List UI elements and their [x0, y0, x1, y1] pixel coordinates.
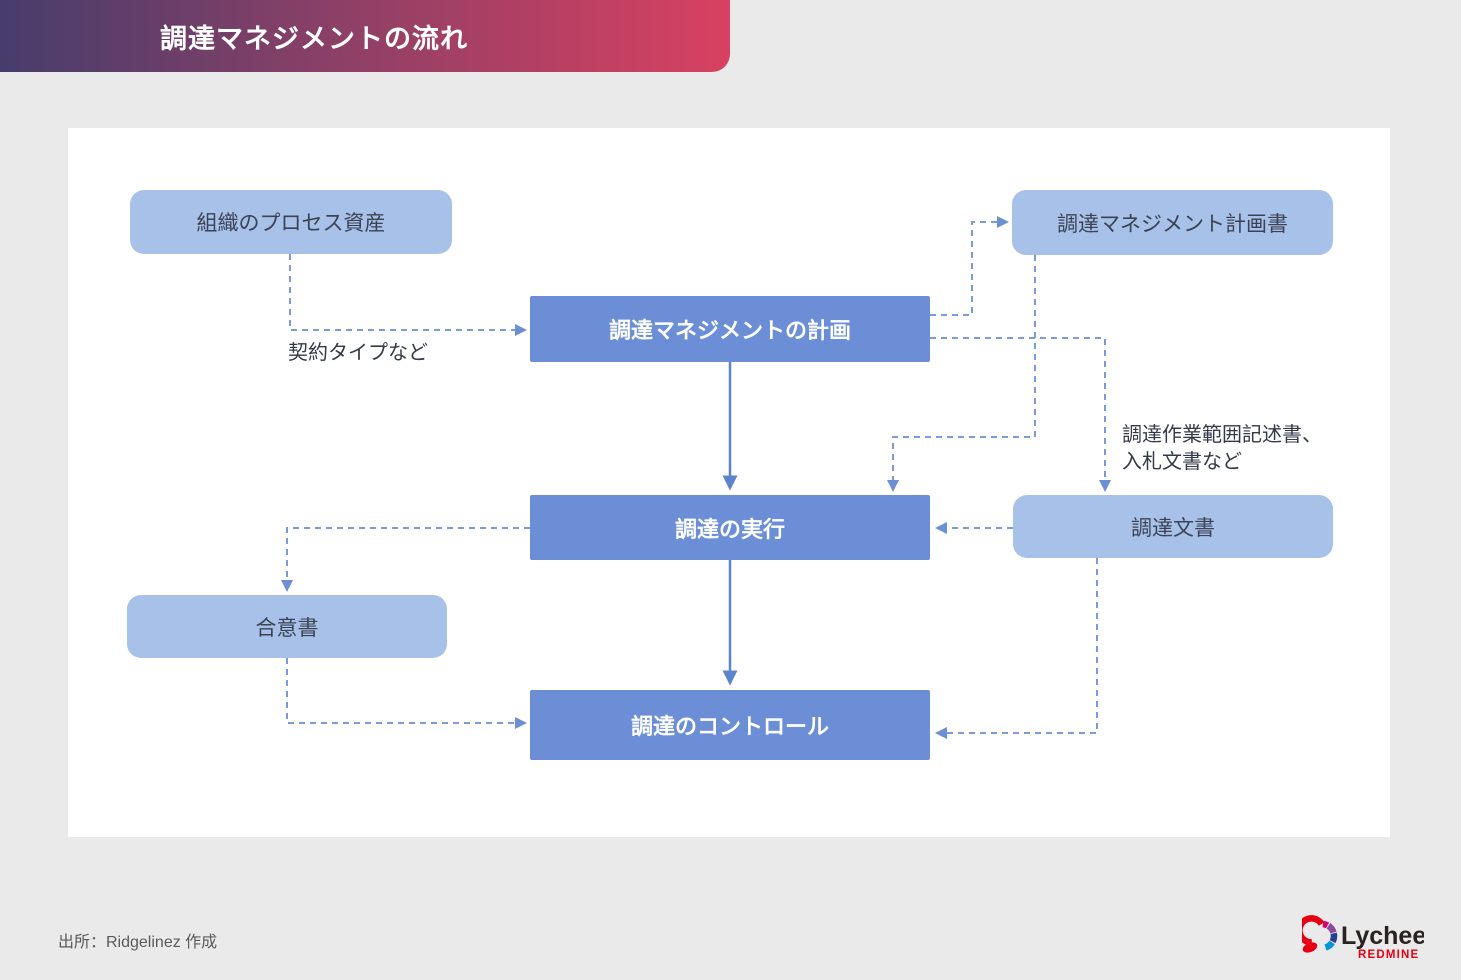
diagram-card: 組織のプロセス資産 調達マネジメント計画書 調達マネジメントの計画 調達の実行 …: [68, 128, 1390, 837]
node-conduct-procurements: 調達の実行: [530, 495, 930, 560]
edge-proc-docs-to-control: [935, 558, 1098, 739]
edge-label-procurement-sow: 調達作業範囲記述書、 入札文書など: [1122, 422, 1322, 476]
edge-plan-to-plan-doc: [930, 216, 1009, 316]
lychee-icon: [1302, 915, 1338, 951]
node-plan-procurement-management: 調達マネジメントの計画: [530, 296, 930, 362]
edge-label-procurement-sow-line1: 調達作業範囲記述書、: [1122, 424, 1322, 446]
edge-label-procurement-sow-line2: 入札文書など: [1122, 451, 1242, 473]
lychee-redmine-logo: Lychee REDMINE: [1302, 915, 1424, 961]
logo-subtitle: REDMINE: [1358, 949, 1419, 961]
edge-label-contract-type: 契約タイプなど: [288, 342, 428, 364]
node-organizational-process-assets: 組織のプロセス資産: [130, 190, 452, 254]
node-agreements: 合意書: [127, 595, 447, 658]
edge-agreements-to-control: [286, 658, 527, 729]
header-banner: 調達マネジメントの流れ: [0, 0, 730, 72]
source-attribution: 出所：Ridgelinez 作成: [58, 934, 218, 951]
logo-name: Lychee: [1341, 922, 1424, 950]
edge-opa-to-plan: [289, 254, 527, 336]
edge-plan-doc-to-conduct: [887, 255, 1036, 492]
node-procurement-management-plan-doc: 調達マネジメント計画書: [1012, 190, 1333, 255]
edge-plan-to-proc-docs: [930, 337, 1111, 492]
edge-conduct-to-agreements: [281, 527, 530, 592]
flow-connectors: [281, 216, 1111, 739]
lychee-leaf-icon: [1302, 942, 1318, 953]
node-procurement-documents: 調達文書: [1013, 495, 1333, 558]
node-control-procurements: 調達のコントロール: [530, 690, 930, 760]
page-title: 調達マネジメントの流れ: [160, 23, 468, 54]
